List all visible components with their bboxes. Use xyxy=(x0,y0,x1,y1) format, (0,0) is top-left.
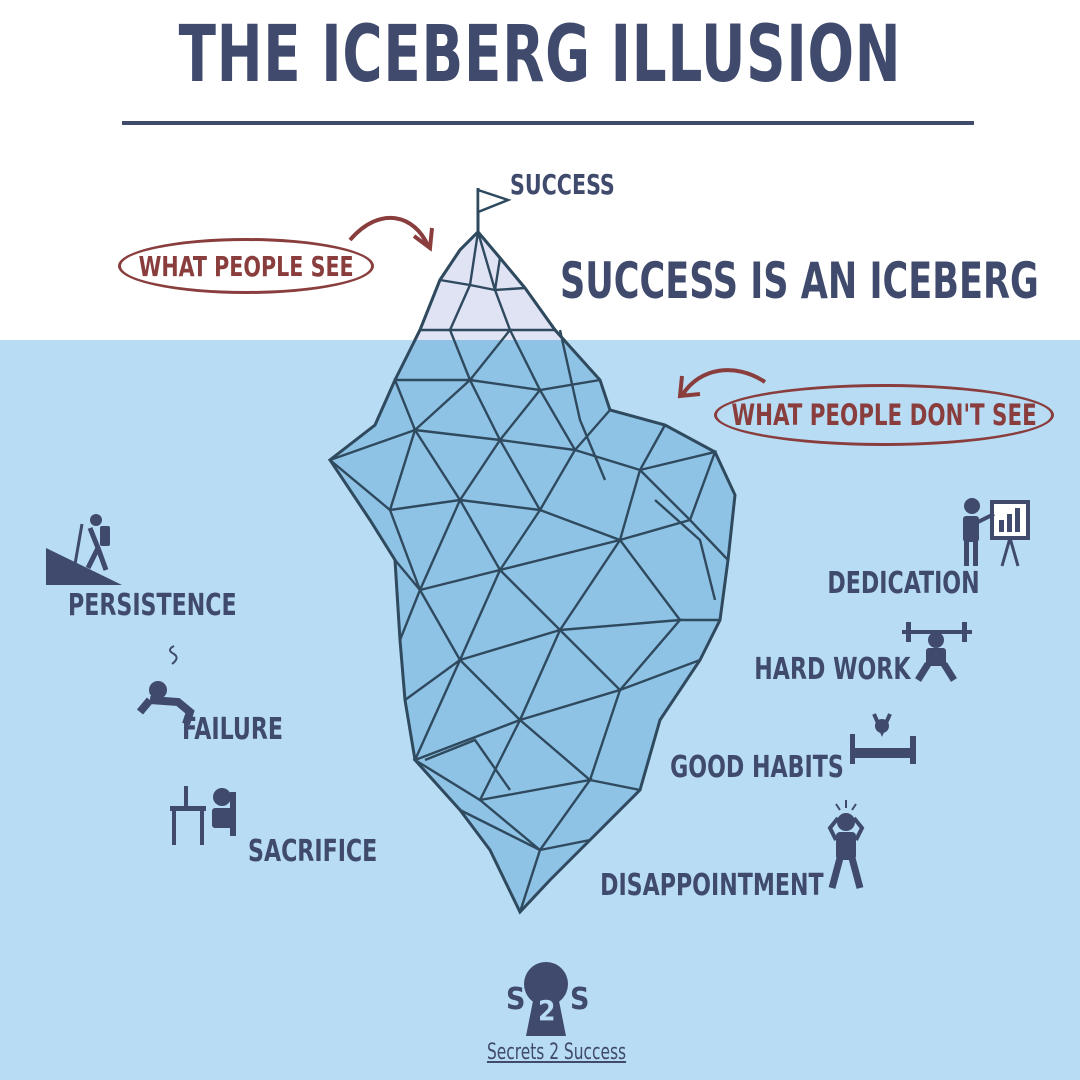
hidden-label: WHAT PEOPLE DON'T SEE xyxy=(731,398,1037,432)
weightlifter-icon xyxy=(902,622,972,682)
waking-bed-icon xyxy=(850,713,916,764)
visible-label: WHAT PEOPLE SEE xyxy=(138,249,354,283)
logo-caption: Secrets 2 Success xyxy=(486,1040,627,1065)
title-underline xyxy=(122,121,974,125)
arrow-see-icon xyxy=(348,215,434,252)
trait-disappointment: DISAPPOINTMENT xyxy=(600,868,824,903)
desk-worker-icon xyxy=(170,786,236,845)
subtitle: SUCCESS IS AN ICEBERG xyxy=(560,252,1039,310)
hidden-label-badge: WHAT PEOPLE DON'T SEE xyxy=(714,384,1054,446)
trait-sacrifice: SACRIFICE xyxy=(248,834,378,869)
trait-dedication: DEDICATION xyxy=(827,566,980,601)
climber-icon xyxy=(46,514,122,585)
iceberg-tip xyxy=(413,229,567,340)
visible-label-badge: WHAT PEOPLE SEE xyxy=(118,238,374,294)
presenter-icon xyxy=(963,498,1030,567)
logo-letter-left: S xyxy=(506,982,526,1017)
disappointed-person-icon xyxy=(827,800,865,889)
page-title: THE ICEBERG ILLUSION xyxy=(178,10,902,100)
logo-letter-right: S xyxy=(570,982,590,1017)
peak-label: SUCCESS xyxy=(510,168,615,201)
arrow-dont-see-icon xyxy=(677,368,767,399)
logo-number: 2 xyxy=(538,994,556,1027)
trait-failure: FAILURE xyxy=(182,712,284,747)
trait-good-habits: GOOD HABITS xyxy=(670,750,844,785)
iceberg-facets xyxy=(327,231,729,913)
flag-icon xyxy=(476,188,512,232)
trait-persistence: PERSISTENCE xyxy=(68,588,237,623)
trait-hard-work: HARD WORK xyxy=(753,652,910,687)
crawling-person-icon xyxy=(136,645,195,726)
keyhole-logo-icon xyxy=(524,962,568,1036)
